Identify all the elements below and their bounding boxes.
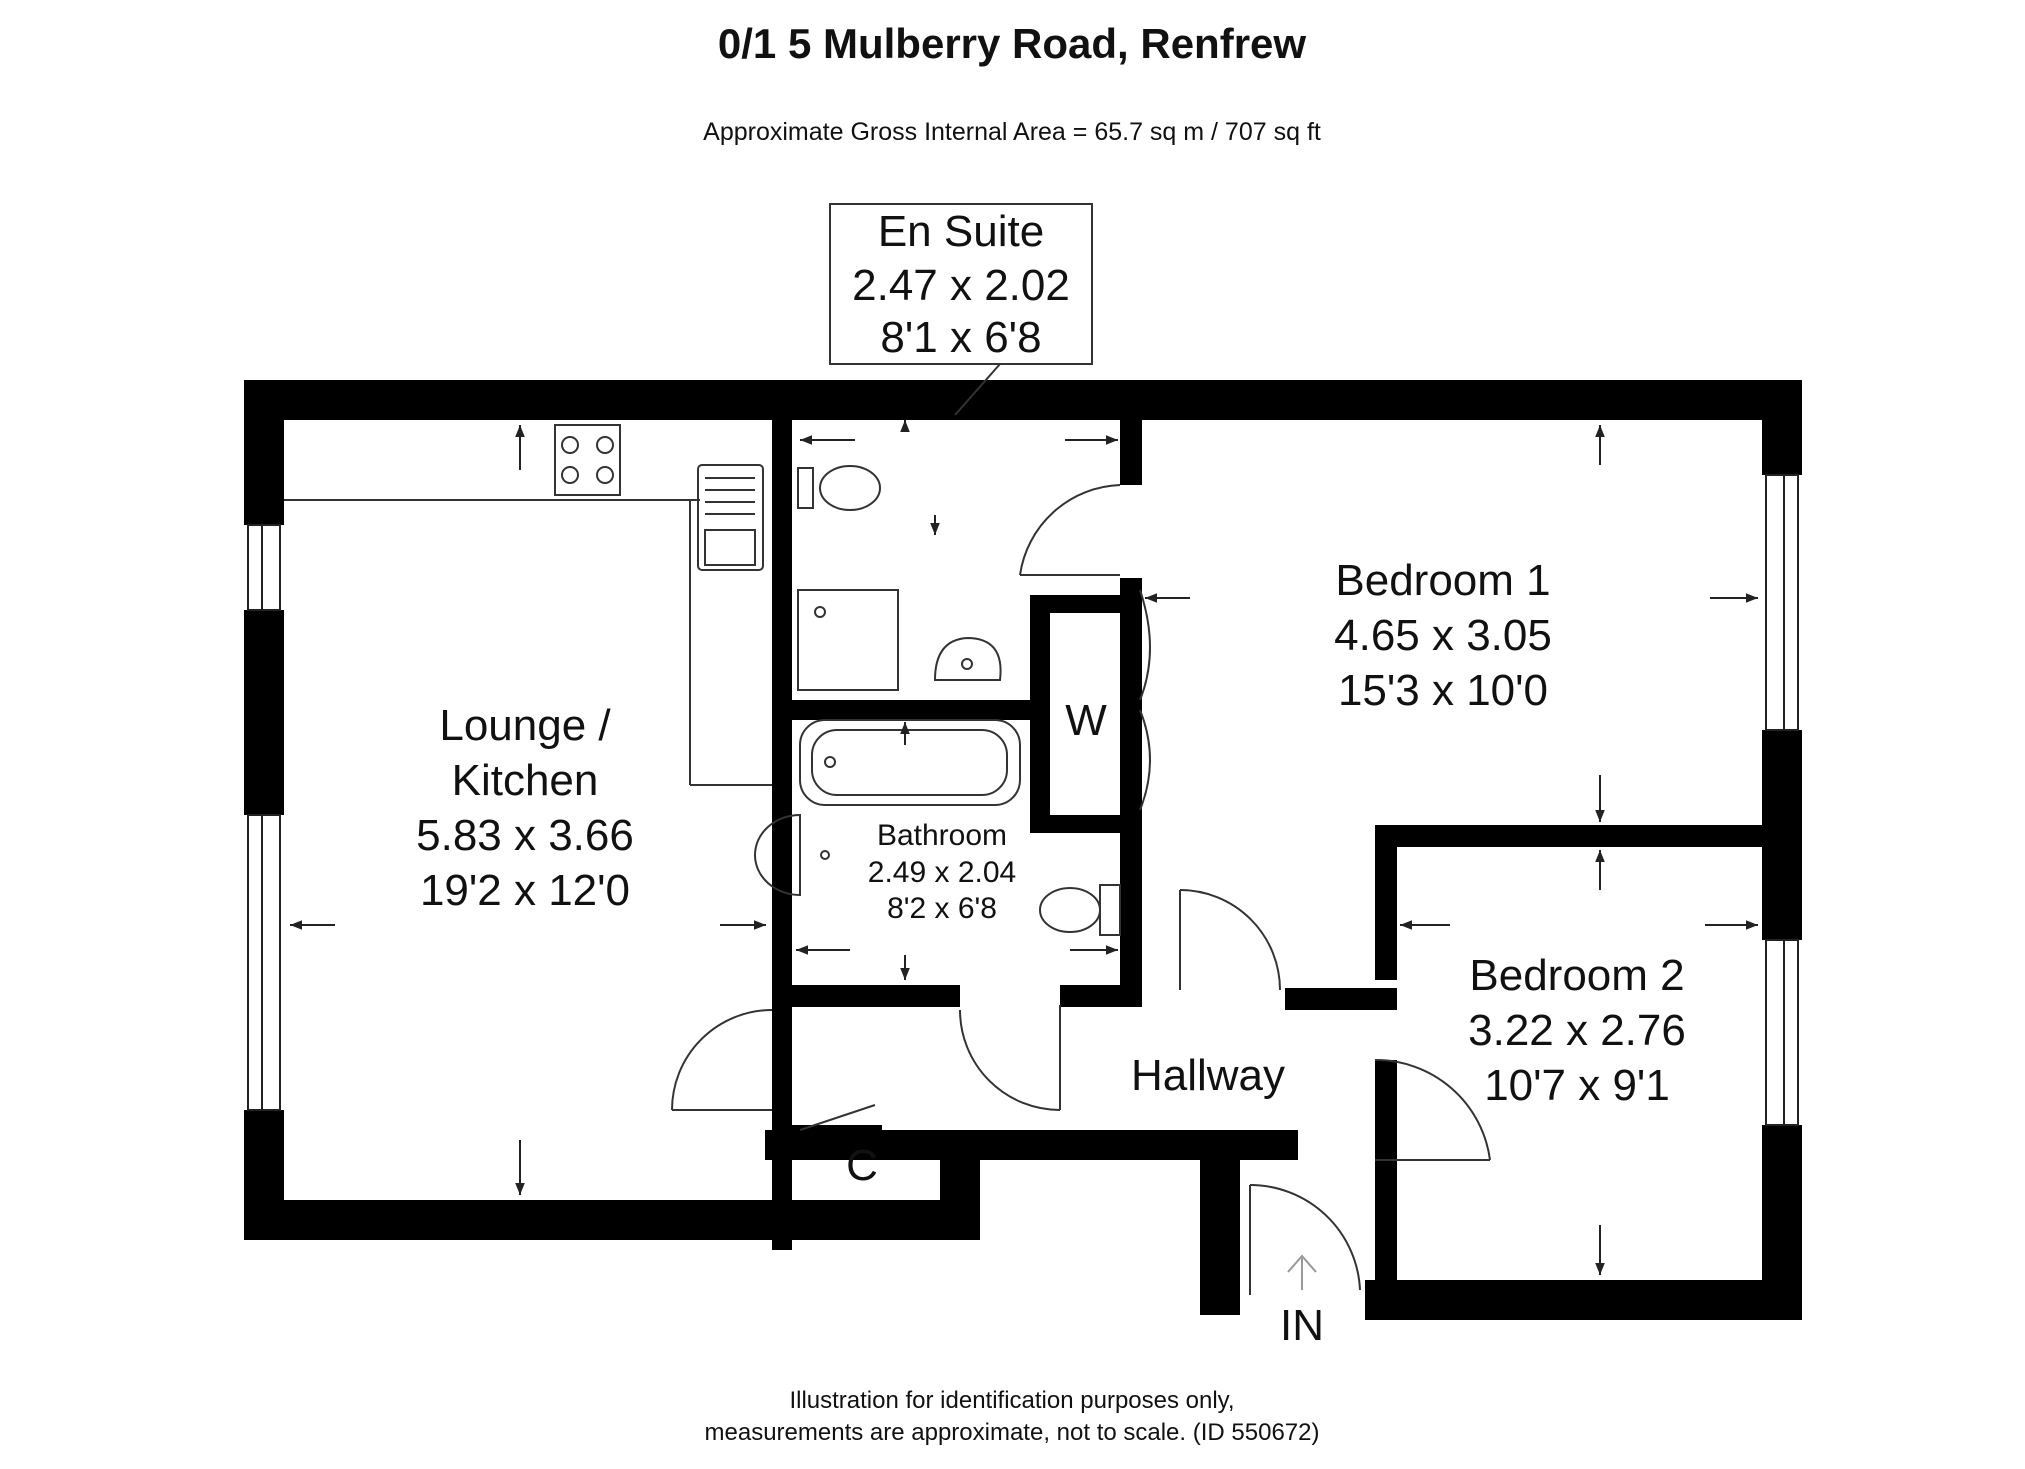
walls	[244, 380, 1802, 1320]
bath-toilet-cistern	[1099, 884, 1121, 936]
bedroom2-name: Bedroom 2	[1469, 951, 1684, 1000]
footer-line1: Illustration for identification purposes…	[789, 1387, 1234, 1414]
bedroom2-imperial: 10'7 x 9'1	[1484, 1061, 1670, 1110]
wardrobe-label: W	[1065, 696, 1107, 745]
footer-line2: measurements are approximate, not to sca…	[705, 1419, 1320, 1446]
dimension-arrows	[290, 420, 1758, 1275]
en-suite-name: En Suite	[878, 207, 1044, 256]
entrance-label: IN	[1280, 1301, 1324, 1350]
bedroom1-imperial: 15'3 x 10'0	[1338, 666, 1548, 715]
entrance-arrow-icon	[1287, 1254, 1317, 1290]
lounge-name-line2: Kitchen	[452, 756, 599, 805]
en-suite-imperial: 8'1 x 6'8	[880, 313, 1041, 362]
bedroom1-name: Bedroom 1	[1335, 556, 1550, 605]
bath-basin	[754, 813, 801, 897]
page-title: 0/1 5 Mulberry Road, Renfrew	[718, 20, 1306, 67]
hallway-label: Hallway	[1131, 1051, 1285, 1100]
door-swings	[671, 484, 1491, 1295]
fixtures	[284, 424, 1121, 936]
lounge-imperial: 19'2 x 12'0	[420, 866, 630, 915]
cupboard-label: C	[846, 1141, 878, 1190]
bathroom-imperial: 8'2 x 6'8	[887, 892, 997, 925]
en-suite-metric: 2.47 x 2.02	[852, 261, 1070, 310]
shower-tray	[797, 589, 899, 691]
bedroom2-metric: 3.22 x 2.76	[1468, 1006, 1686, 1055]
lounge-metric: 5.83 x 3.66	[416, 811, 634, 860]
windows	[247, 474, 1799, 1126]
hob	[554, 424, 621, 496]
bedroom1-metric: 4.65 x 3.05	[1334, 611, 1552, 660]
kitchen-sink	[697, 464, 764, 571]
bathroom-name: Bathroom	[877, 819, 1007, 852]
ensuite-basin	[933, 636, 1002, 681]
callout-leader	[954, 363, 1001, 416]
lounge-name-line1: Lounge /	[439, 701, 611, 750]
en-suite-callout	[829, 203, 1093, 365]
ensuite-toilet-cistern	[797, 467, 814, 509]
bathroom-metric: 2.49 x 2.04	[868, 856, 1016, 889]
area-subtitle: Approximate Gross Internal Area = 65.7 s…	[703, 118, 1321, 146]
bath	[799, 719, 1021, 806]
